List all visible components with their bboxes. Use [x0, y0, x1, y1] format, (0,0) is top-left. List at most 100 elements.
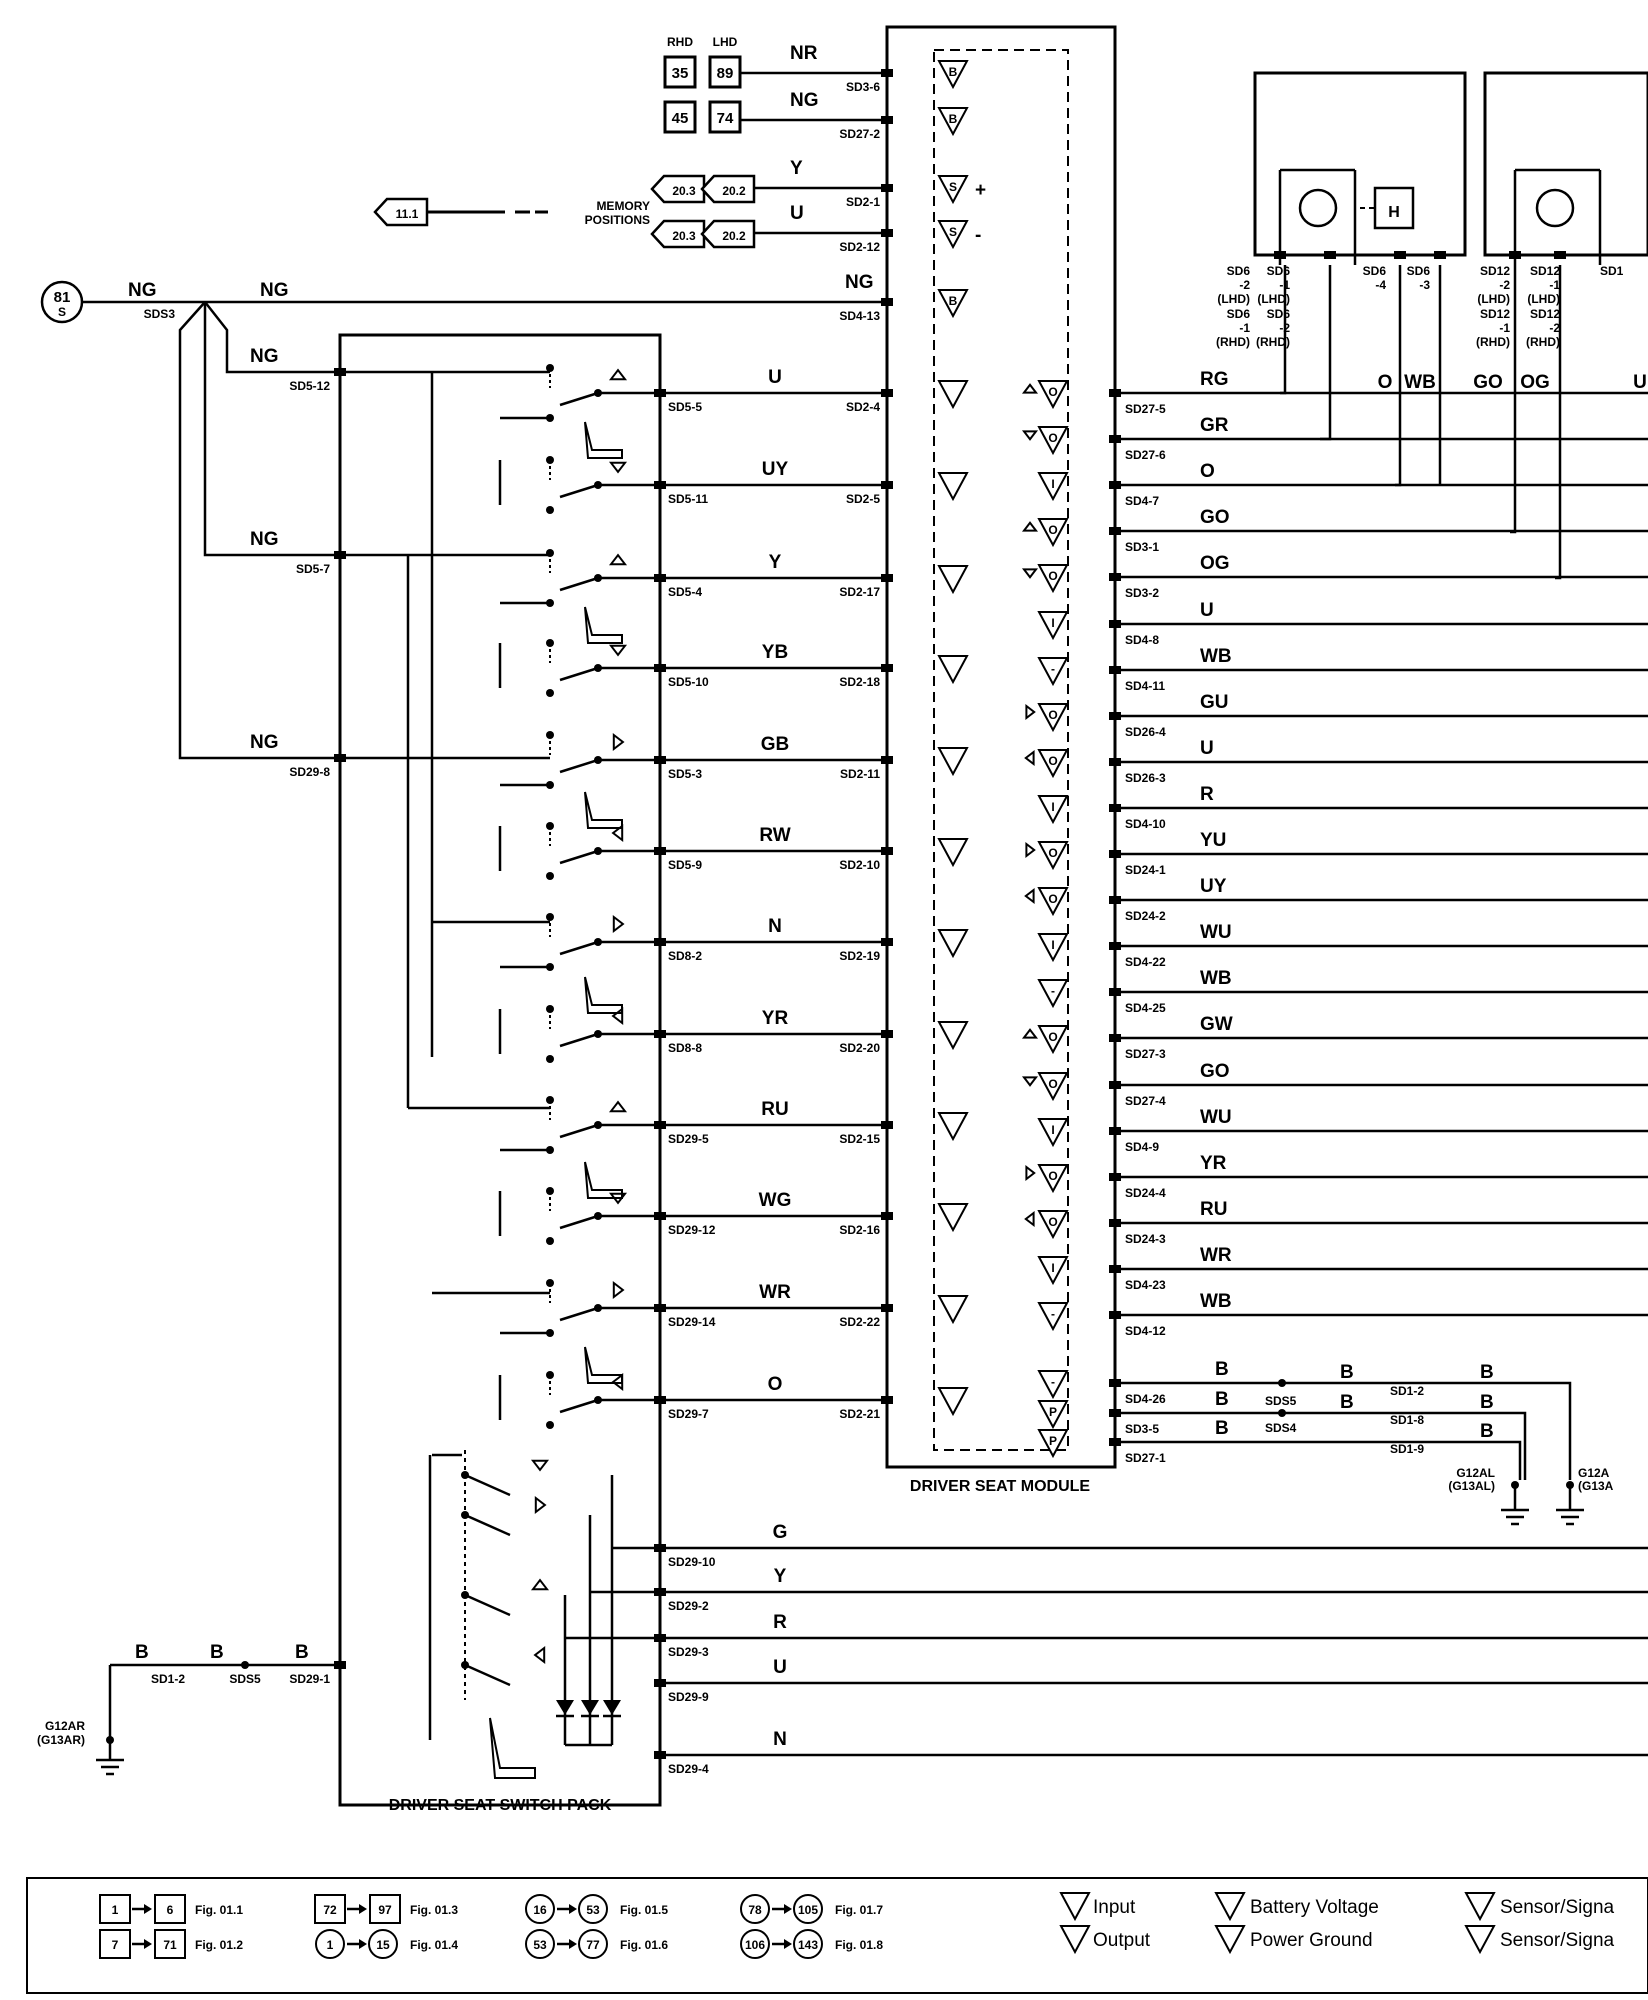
input-symbol: [937, 655, 969, 685]
svg-text:B: B: [949, 65, 958, 79]
motor-pin-block: [1324, 251, 1336, 259]
switch-blade: [559, 1123, 599, 1139]
output-symbol: [1037, 518, 1069, 548]
memory-label-2: POSITIONS: [585, 213, 650, 227]
motor-pin-block: [1274, 251, 1286, 259]
legend-input-symbol: [1059, 1892, 1091, 1922]
switch-pin-label: SD29-5: [668, 1132, 709, 1146]
svg-text:B: B: [949, 112, 958, 126]
rhd-label: RHD: [667, 35, 693, 49]
legend-sensor-neg-symbol: [1464, 1925, 1496, 1955]
output-arrow-up: [1021, 383, 1039, 394]
module-pin-label: SD2-5: [846, 492, 880, 506]
legend-num: 1: [327, 1938, 334, 1952]
motor-pin: (LHD): [1527, 292, 1560, 306]
direction-arrow-right: [612, 1280, 625, 1300]
svg-text:B: B: [949, 294, 958, 308]
output-symbol: [1037, 933, 1069, 963]
switch-blade: [559, 758, 599, 774]
motor-pin: -2: [1549, 321, 1560, 335]
module-pin-label: SD2-16: [839, 1223, 880, 1237]
output-symbol: [1037, 703, 1069, 733]
legend-circle: [793, 1929, 823, 1959]
switch-wire-color: RU: [761, 1099, 788, 1120]
module-out-pin-label: SD4-7: [1125, 494, 1159, 508]
module-pin-label: SD2-22: [839, 1315, 880, 1329]
output-symbol: [1037, 1164, 1069, 1194]
left-ground-color: B: [210, 1642, 224, 1663]
legend-num: 143: [798, 1938, 818, 1952]
motor-pin: SD1: [1600, 264, 1624, 278]
ref-45-text: 45: [672, 110, 689, 127]
ground-wire-color: B: [1215, 1359, 1229, 1380]
top-wire-color: U: [790, 203, 804, 224]
legend-box: [26, 1877, 1648, 1994]
ground-wire-color: B: [1340, 1362, 1354, 1383]
legend-num: 15: [376, 1938, 390, 1952]
direction-arrow-right: [612, 914, 625, 934]
left-ground-conn: SD1-2: [151, 1672, 185, 1686]
switch-pack-title: DRIVER SEAT SWITCH PACK: [389, 1797, 612, 1814]
motor-wire-color: OG: [1520, 372, 1550, 393]
switch-contact: [546, 639, 554, 647]
legend-circle: [740, 1894, 770, 1924]
left-ground-name: G12AR: [45, 1719, 85, 1733]
motor-pin: SD12: [1480, 307, 1510, 321]
switch-pin-label: SD29-12: [668, 1223, 716, 1237]
module-pin-label: SD4-13: [839, 309, 880, 323]
motor-pin: SD6: [1267, 307, 1291, 321]
switch-blade: [559, 1214, 599, 1230]
legend-box-num: [99, 1894, 131, 1924]
switch-blade: [559, 483, 599, 499]
output-arrow-down: [1021, 568, 1039, 579]
output-arrow-left: [1024, 749, 1035, 767]
switch-pin-label: SD5-11: [668, 492, 708, 506]
legend-box-num: [99, 1929, 131, 1959]
splice-sds4: [1278, 1409, 1286, 1417]
input-symbol: [937, 838, 969, 868]
motor-pin: -1: [1239, 321, 1250, 335]
ground-symbol: [1037, 1429, 1069, 1459]
branch-sd5-7: [203, 302, 340, 557]
ground-conn-label: SD1-9: [1390, 1442, 1424, 1456]
seat-pictogram-icon: [584, 976, 623, 1014]
lower-switch-arrow: [530, 1578, 550, 1591]
output-wire-color: YU: [1200, 830, 1226, 851]
legend-fig: Fig. 01.4: [410, 1938, 458, 1952]
memory-label: MEMORY: [596, 199, 650, 213]
legend-circle: [578, 1894, 608, 1924]
motor-wire-color: WB: [1404, 372, 1436, 393]
output-letter: O: [1048, 892, 1057, 906]
output-symbol: [1037, 1302, 1069, 1332]
legend-fig: Fig. 01.6: [620, 1938, 668, 1952]
module-pin-label: SD2-18: [839, 675, 880, 689]
switch-wire-color: U: [768, 367, 782, 388]
bottom-wire-color: N: [773, 1729, 787, 1750]
output-wire-color: WU: [1200, 922, 1232, 943]
seat-pictogram-icon: [584, 606, 623, 644]
output-wire-color: GO: [1200, 507, 1230, 528]
bottom-wire-color: Y: [774, 1566, 787, 1587]
module-input-pin: [881, 664, 893, 672]
left-ground-color: B: [135, 1642, 149, 1663]
output-symbol: [1037, 1210, 1069, 1240]
switch-wire-color: UY: [762, 459, 789, 480]
switch-wire-color: Y: [769, 552, 782, 573]
splice-label-2: SDS4: [1265, 1421, 1297, 1435]
ref-20-3-b-text: 20.3: [672, 229, 696, 243]
switch-contact-2: [546, 1237, 554, 1245]
output-arrow-left: [1024, 887, 1035, 905]
lhd-label: LHD: [713, 35, 738, 49]
output-arrow-up: [1021, 1028, 1039, 1039]
motor-link-6: [1555, 265, 1562, 580]
motor-pin: SD6: [1267, 264, 1291, 278]
switch-contact: [546, 731, 554, 739]
legend-box-num: [154, 1894, 186, 1924]
diode-icon: [581, 1700, 599, 1715]
module-input-pin: [881, 1396, 893, 1404]
switch-contact: [546, 822, 554, 830]
module-pin-SD27-2: [881, 116, 893, 124]
legend-input-label: Input: [1093, 1897, 1136, 1918]
splice-sds5: [1278, 1379, 1286, 1387]
module-out-pin-label: SD3-2: [1125, 586, 1159, 600]
